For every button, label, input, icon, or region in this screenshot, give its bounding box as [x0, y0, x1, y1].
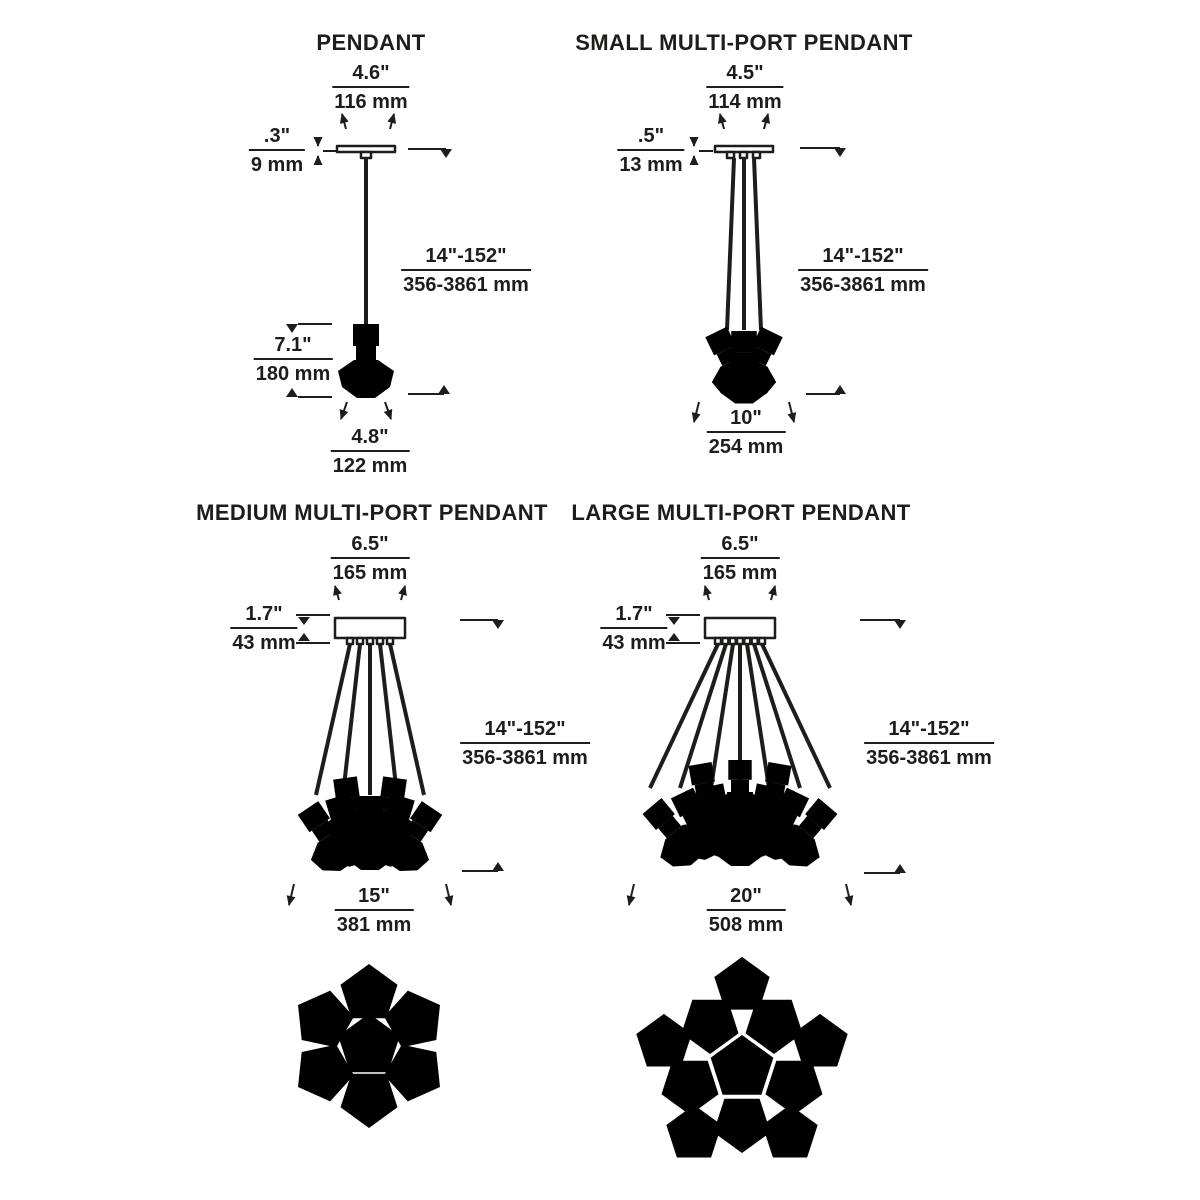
dim-inches: 6.5" [330, 534, 410, 559]
small-canopy-width-dim: 4.5" 114 mm [706, 63, 784, 113]
medium-multiport-diagram [285, 585, 504, 906]
medium-dimension-arrows [286, 585, 504, 906]
dim-inches: 1.7" [230, 604, 298, 629]
dim-inches: 14"-152" [864, 719, 994, 744]
dim-mm: 165 mm [332, 562, 408, 584]
dim-inches: 4.5" [706, 63, 784, 88]
large-multiport-title: LARGE MULTI-PORT PENDANT [571, 500, 911, 525]
small-cluster-width-dim: 10" 254 mm [706, 408, 786, 458]
dim-mm: 356-3861 mm [800, 274, 926, 296]
dim-mm: 43 mm [602, 632, 666, 654]
medium-canopy-height-dim: 1.7" 43 mm [230, 604, 298, 654]
dim-inches: 6.5" [700, 534, 780, 559]
medium-canopy-width-dim: 6.5" 165 mm [330, 534, 410, 584]
dim-mm: 116 mm [334, 91, 408, 113]
dim-inches: .3" [248, 126, 306, 151]
small-multiport-diagram [689, 113, 846, 423]
pendant-dimension-arrows [286, 113, 452, 420]
medium-cluster-width-dim: 15" 381 mm [334, 886, 414, 936]
pendant-shade [338, 324, 394, 398]
dim-mm: 180 mm [255, 363, 331, 385]
medium-canopy [333, 616, 407, 646]
dim-mm: 114 mm [708, 91, 782, 113]
small-cords [725, 157, 763, 331]
dim-mm: 356-3861 mm [403, 274, 529, 296]
small-canopy [713, 144, 775, 160]
dim-mm: 508 mm [708, 914, 784, 936]
dim-inches: 14"-152" [460, 719, 590, 744]
large-multiport-diagram [626, 585, 906, 906]
large-canopy-height-dim: 1.7" 43 mm [600, 604, 668, 654]
dim-mm: 165 mm [702, 562, 778, 584]
dim-inches: 4.6" [332, 63, 410, 88]
dim-mm: 9 mm [250, 154, 304, 176]
small-multiport-title: SMALL MULTI-PORT PENDANT [575, 30, 913, 55]
small-canopy-height-dim: .5" 13 mm [617, 126, 685, 176]
dim-inches: 10" [706, 408, 786, 433]
dim-inches: 15" [334, 886, 414, 911]
pendant-drop-dim: 14"-152" 356-3861 mm [401, 246, 531, 295]
small-dimension-arrows [689, 113, 846, 423]
medium-cords [314, 643, 426, 796]
pendant-title: PENDANT [316, 30, 426, 55]
pendant-diagram [286, 113, 452, 420]
dim-mm: 13 mm [619, 154, 683, 176]
dim-inches: 20" [706, 886, 786, 911]
medium-multiport-title: MEDIUM MULTI-PORT PENDANT [196, 500, 548, 525]
dim-mm: 381 mm [336, 914, 412, 936]
medium-bottom-view [283, 964, 455, 1128]
dim-inches: 1.7" [600, 604, 668, 629]
large-dimension-arrows [626, 585, 906, 906]
dim-inches: 4.8" [330, 427, 410, 452]
large-cluster [631, 759, 849, 877]
large-drop-dim: 14"-152" 356-3861 mm [864, 719, 994, 768]
large-canopy-width-dim: 6.5" 165 mm [700, 534, 780, 584]
small-cluster [692, 320, 796, 405]
pendant-canopy [335, 144, 397, 160]
dim-mm: 122 mm [332, 455, 408, 477]
large-bottom-view [627, 956, 857, 1174]
dim-inches: 7.1" [253, 335, 333, 360]
dim-inches: 14"-152" [401, 246, 531, 271]
large-cluster-width-dim: 20" 508 mm [706, 886, 786, 936]
dim-inches: .5" [617, 126, 685, 151]
dim-mm: 356-3861 mm [462, 747, 588, 769]
small-drop-dim: 14"-152" 356-3861 mm [798, 246, 928, 295]
medium-drop-dim: 14"-152" 356-3861 mm [460, 719, 590, 768]
dim-mm: 356-3861 mm [866, 747, 992, 769]
pendant-canopy-height-dim: .3" 9 mm [248, 126, 306, 176]
dim-inches: 14"-152" [798, 246, 928, 271]
dim-mm: 254 mm [708, 436, 784, 458]
large-canopy [703, 616, 777, 646]
dim-mm: 43 mm [232, 632, 296, 654]
pendant-shade-width-dim: 4.8" 122 mm [330, 427, 410, 477]
pendant-canopy-width-dim: 4.6" 116 mm [332, 63, 410, 113]
pendant-fixture-height-dim: 7.1" 180 mm [253, 335, 333, 385]
